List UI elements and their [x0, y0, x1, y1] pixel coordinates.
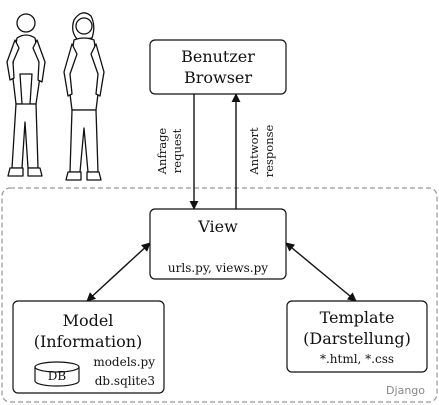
response-label-en: response: [262, 125, 276, 178]
request-label-en: request: [170, 128, 184, 173]
view-title: View: [197, 217, 238, 236]
model-file-models: models.py: [93, 355, 155, 369]
database-icon: [34, 361, 80, 387]
template-box: [286, 300, 428, 373]
browser-label-line2: Browser: [184, 68, 252, 87]
model-title-line2: (Information): [34, 332, 143, 351]
view-model-arrow: [86, 242, 151, 302]
template-files: *.html, *.css: [320, 352, 394, 366]
woman-figure: [63, 12, 105, 181]
response-label-de: Antwort: [247, 127, 261, 176]
django-label: Django: [386, 384, 425, 397]
django-frame: [1, 187, 438, 403]
view-template-arrow: [285, 242, 357, 302]
users-icon: [6, 12, 105, 181]
browser-box: [149, 39, 287, 95]
model-file-sqlite: db.sqlite3: [95, 374, 155, 388]
view-files: urls.py, views.py: [168, 261, 268, 275]
request-label-de: Anfrage: [155, 128, 169, 176]
template-title-line1: Template: [320, 308, 395, 327]
browser-label-line1: Benutzer: [181, 47, 255, 66]
man-figure: [6, 13, 46, 177]
database-label: DB: [48, 369, 67, 383]
template-title-line2: (Darstellung): [303, 329, 411, 348]
model-title-line1: Model: [63, 311, 114, 330]
